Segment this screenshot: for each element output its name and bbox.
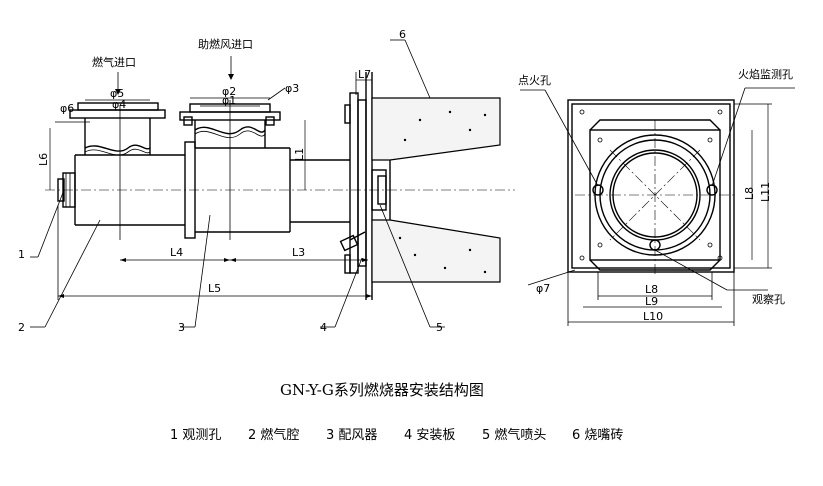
label-gas-inlet: 燃气进口	[92, 55, 136, 69]
callout-4: 4	[320, 321, 327, 334]
air-distributor	[179, 100, 350, 240]
dim-phi1: φ1	[222, 94, 236, 107]
drawing-title: GN-Y-G系列燃烧器安装结构图	[280, 381, 484, 399]
dim-phi4: φ4	[112, 98, 126, 111]
label-ignition-hole: 点火孔	[518, 74, 551, 87]
dim-L1: L1	[293, 148, 306, 161]
dim-phi5: φ5	[110, 87, 124, 100]
label-flame-monitor-hole: 火焰监测孔	[738, 67, 793, 81]
dim-phi2: φ2	[222, 85, 236, 98]
observation-port	[57, 172, 76, 208]
dim-L4: L4	[170, 246, 183, 259]
dim-phi3: φ3	[285, 82, 299, 95]
side-dimensions	[49, 56, 373, 300]
dim-L2: L8	[743, 187, 756, 200]
dim-L3: L3	[292, 246, 305, 259]
legend-item-5: 5 燃气喷头	[482, 427, 546, 443]
gas-chamber	[69, 102, 185, 240]
callout-2: 2	[18, 321, 25, 334]
dim-L9: L9	[645, 295, 658, 308]
callout-5: 5	[436, 321, 443, 334]
legend-item-4: 4 安装板	[404, 428, 455, 443]
dim-phi6: φ6	[60, 102, 74, 115]
callout-6: 6	[399, 28, 406, 41]
callout-3: 3	[178, 321, 185, 334]
gas-nozzle	[339, 169, 387, 252]
dim-phi7: φ7	[536, 282, 550, 295]
dim-L8: L8	[645, 283, 658, 296]
mounting-plate	[344, 72, 373, 300]
dim-L6: L6	[37, 153, 50, 166]
legend-item-6: 6 烧嘴砖	[572, 428, 623, 443]
front-view	[567, 99, 735, 275]
dim-L11: L11	[759, 182, 772, 202]
dim-L7: L7	[358, 68, 371, 81]
dim-L10: L10	[643, 310, 663, 323]
label-air-inlet: 助燃风进口	[198, 37, 253, 51]
callout-1: 1	[18, 248, 25, 261]
callout-leaders	[30, 39, 445, 328]
label-observation-hole: 观察孔	[752, 292, 785, 306]
front-dimensions	[520, 87, 795, 326]
legend-item-1: 1 观测孔	[170, 428, 221, 443]
burner-brick	[371, 97, 501, 283]
dim-L5: L5	[208, 282, 221, 295]
legend-item-3: 3 配风器	[326, 428, 377, 443]
legend-item-2: 2 燃气腔	[248, 427, 299, 443]
